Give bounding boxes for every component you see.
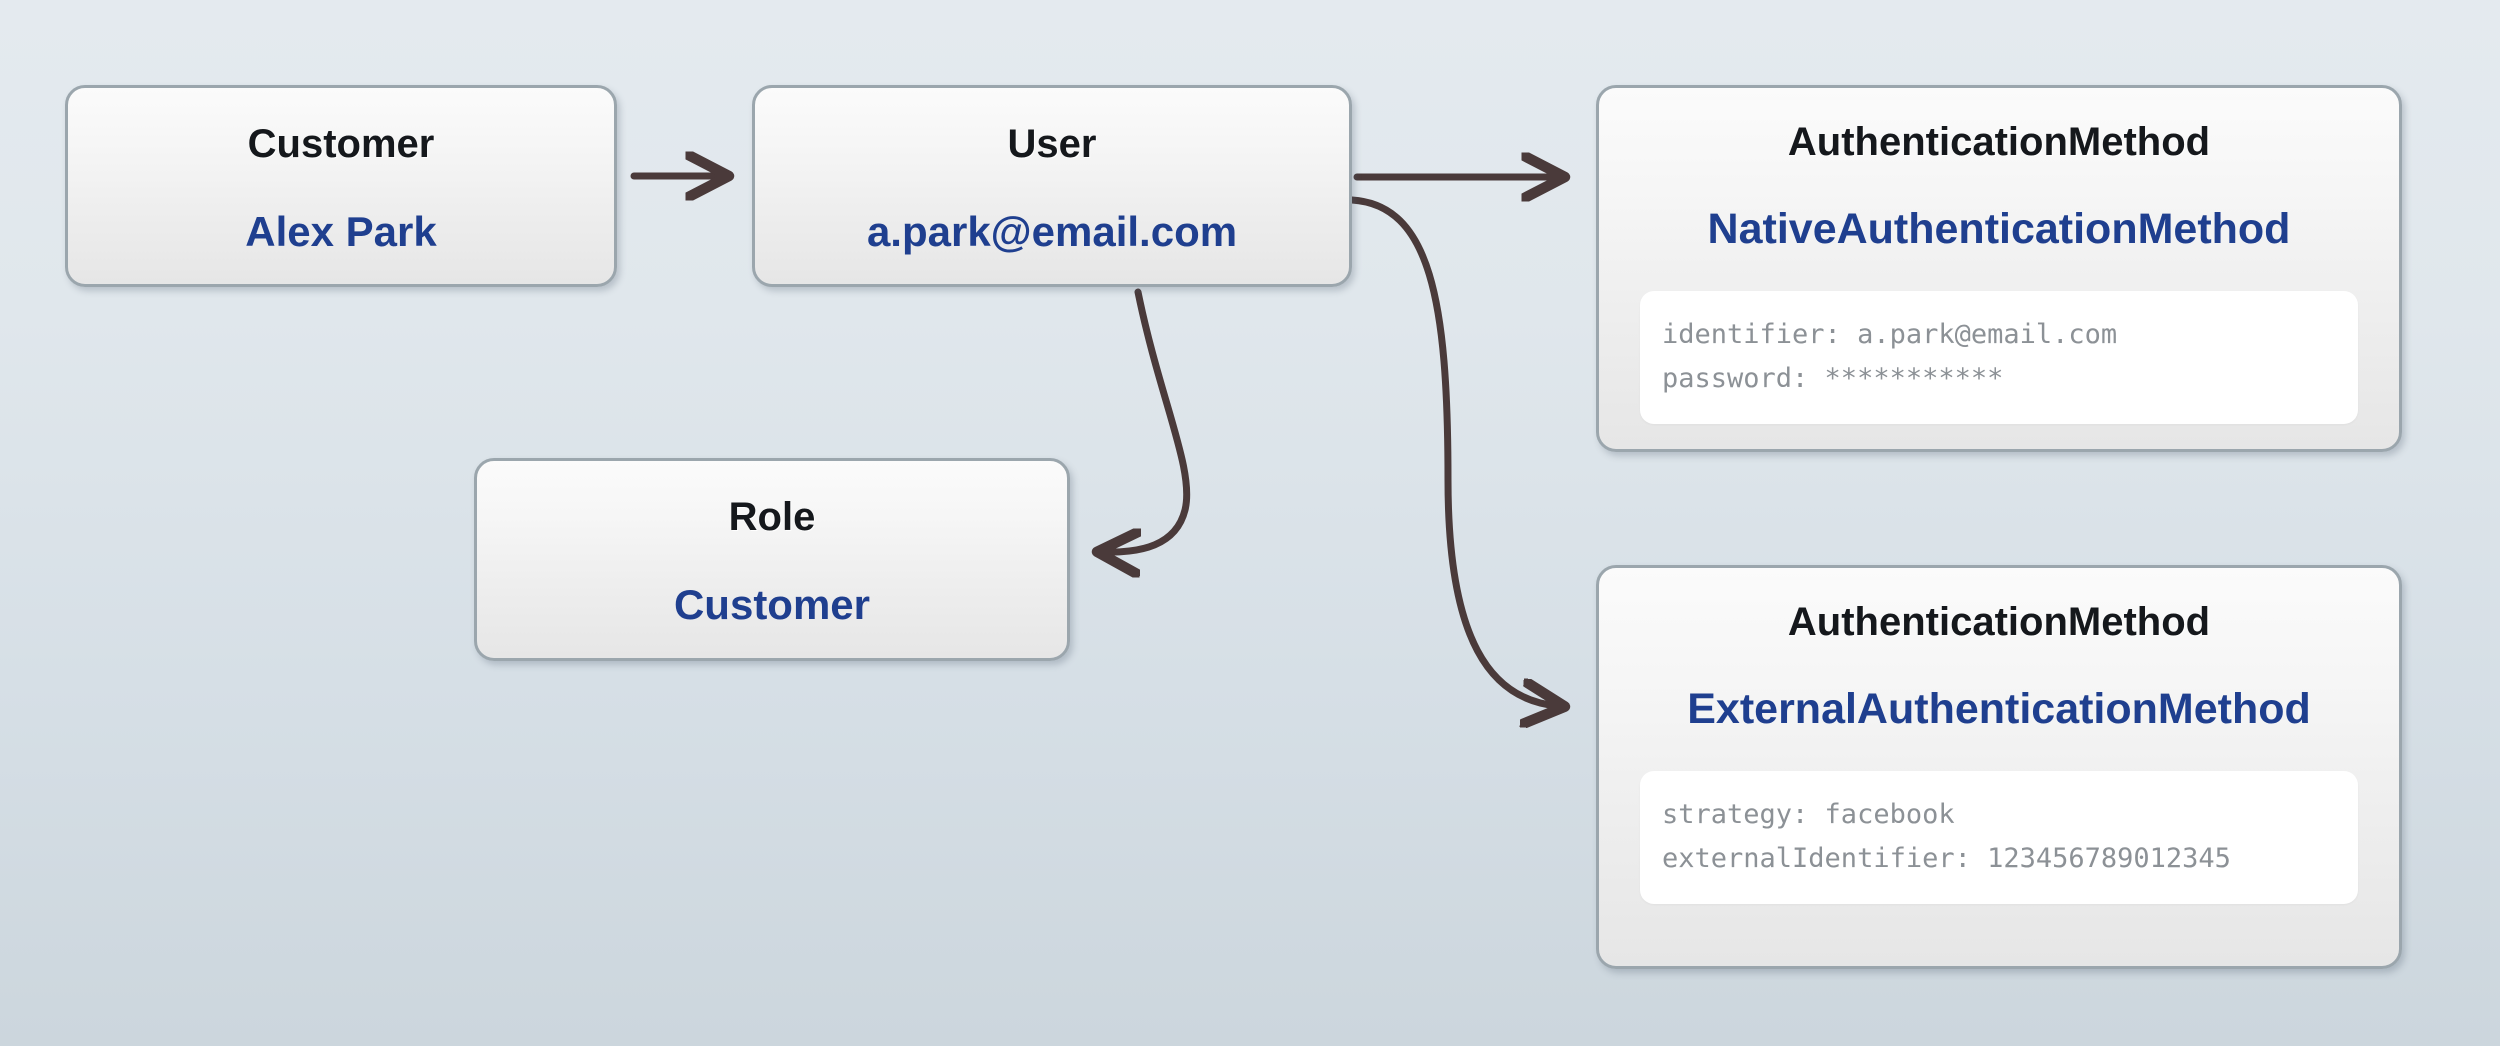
node-role-subtitle: Customer [673,581,871,628]
node-native-auth-subtitle: NativeAuthenticationMethod [1707,205,2291,253]
connector-user-to-external-auth [1348,196,1558,706]
attribute-line: identifier: a.park@email.com [1662,319,2118,350]
node-role[interactable]: Role Customer [474,458,1070,661]
node-native-auth-title: AuthenticationMethod [1787,120,2211,164]
node-customer-subtitle: Alex Park [245,208,437,255]
attribute-line: externalIdentifier: 123456789012345 [1662,842,2231,874]
node-native-authentication-method[interactable]: AuthenticationMethod NativeAuthenticatio… [1596,85,2402,452]
node-user[interactable]: User a.park@email.com [752,85,1352,287]
node-external-authentication-method[interactable]: AuthenticationMethod ExternalAuthenticat… [1596,565,2402,969]
node-external-auth-attributes: strategy: facebook externalIdentifier: 1… [1640,771,2358,905]
connector-user-to-role [1104,288,1191,552]
node-external-auth-subtitle: ExternalAuthenticationMethod [1687,685,2311,733]
attribute-line: strategy: facebook [1662,799,1955,830]
node-user-title: User [1007,122,1097,166]
node-user-subtitle: a.park@email.com [866,208,1238,255]
node-external-auth-title: AuthenticationMethod [1787,600,2211,644]
node-customer-title: Customer [247,122,435,166]
node-customer[interactable]: Customer Alex Park [65,85,617,287]
node-role-title: Role [728,495,816,539]
node-native-auth-attributes: identifier: a.park@email.com password: *… [1640,291,2358,425]
attribute-line: password: *********** [1662,362,2004,394]
